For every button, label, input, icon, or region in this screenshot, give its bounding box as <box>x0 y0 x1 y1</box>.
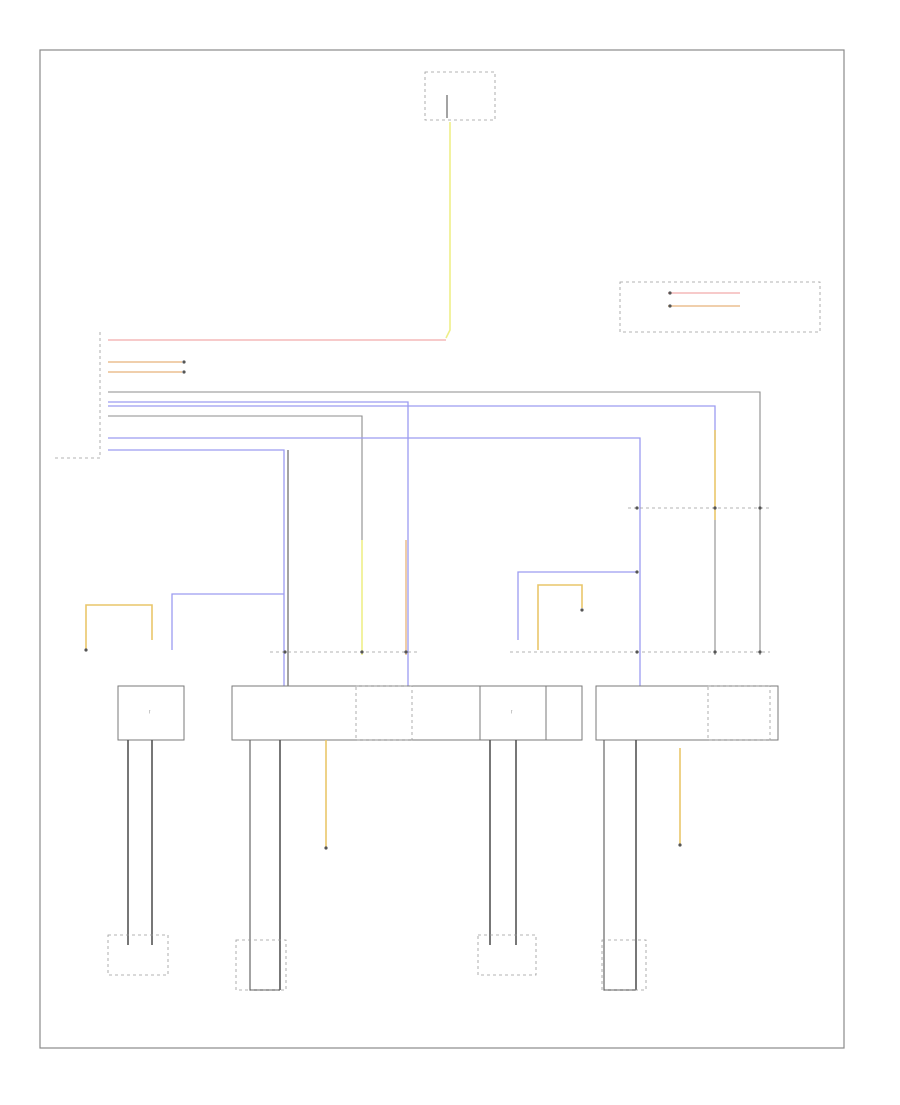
node <box>635 650 639 654</box>
wire-blue-bus-3 <box>108 437 641 690</box>
node <box>758 506 762 510</box>
node <box>182 360 186 364</box>
right-sensor-block <box>707 685 771 741</box>
node <box>182 370 186 374</box>
node <box>324 846 328 850</box>
wire-blue-bus-2 <box>108 405 716 440</box>
component-row: ⌈ ⌈ <box>117 685 779 741</box>
node <box>283 650 287 654</box>
wire-yellow-supply <box>445 122 451 339</box>
wire-blue-bus-1 <box>108 401 409 690</box>
wire-blue-right-switch <box>517 571 637 640</box>
driver-seat-heater-switch <box>117 685 185 741</box>
passenger-seat-heater-element <box>477 934 537 976</box>
wire-blue-left-switch <box>171 593 284 650</box>
node <box>713 650 717 654</box>
wire-passenger-backrest-return <box>603 740 636 991</box>
fuse-box-outline <box>424 71 496 121</box>
node <box>635 506 639 510</box>
node <box>360 650 364 654</box>
node <box>668 304 672 308</box>
passenger-backrest-heater-element <box>601 939 647 991</box>
ecu-outline <box>619 281 821 333</box>
wire-yellow-loop-left <box>85 604 153 650</box>
wire-grey-bus-1 <box>108 391 761 655</box>
driver-backrest-heater-element <box>235 939 287 991</box>
switch-symbol-right: ⌈ <box>511 709 513 714</box>
passenger-seat-heater-switch <box>479 685 547 741</box>
node <box>678 843 682 847</box>
node <box>84 648 88 652</box>
wire-yellow-loop-right <box>537 584 583 650</box>
left-module-connector <box>52 332 186 459</box>
wire-grey-bus-2 <box>108 415 363 540</box>
node <box>758 650 762 654</box>
node <box>580 608 584 612</box>
electronic-control-unit-connector <box>619 281 821 333</box>
node <box>635 570 639 574</box>
node <box>404 650 408 654</box>
node <box>668 291 672 295</box>
wire-blue-bus-4 <box>108 449 285 690</box>
module-outline <box>52 332 101 459</box>
node <box>713 506 717 510</box>
fuse-block <box>424 71 496 121</box>
switch-symbol-left: ⌈ <box>149 709 151 714</box>
diagram-frame <box>39 49 845 1049</box>
wire-driver-backrest-return <box>249 740 280 991</box>
left-sensor-block <box>355 685 413 741</box>
right-control-module <box>595 685 779 741</box>
driver-seat-heater-element <box>107 934 169 976</box>
